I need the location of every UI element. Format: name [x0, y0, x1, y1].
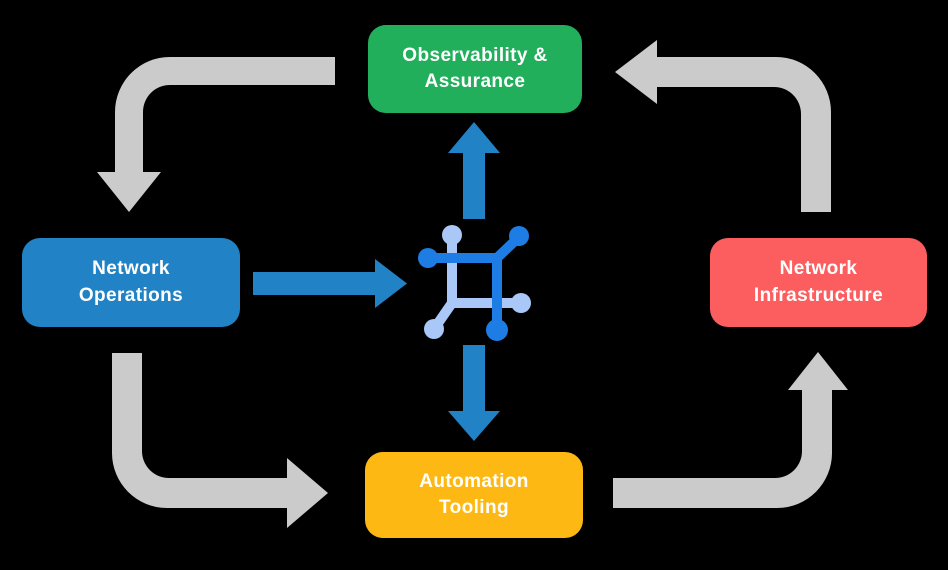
arrow-center-to-automation — [448, 345, 500, 441]
node-automation-tooling: Automation Tooling — [365, 452, 583, 538]
node-observability-assurance: Observability & Assurance — [368, 25, 582, 113]
arrow-operations-to-automation — [112, 353, 328, 528]
network-nodes-icon — [418, 225, 531, 341]
network-node-light-bottom-left — [424, 319, 444, 339]
node-network-infrastructure-label: Network Infrastructure — [753, 258, 884, 306]
network-node-light-right — [511, 293, 531, 313]
arrow-infrastructure-to-observability — [615, 40, 831, 212]
network-node-dark-bottom — [486, 319, 508, 341]
node-observability-assurance-label: Observability & Assurance — [402, 44, 548, 92]
node-network-infrastructure: Network Infrastructure — [710, 238, 927, 327]
arrow-operations-to-center — [253, 259, 407, 308]
arrow-automation-to-infrastructure — [613, 352, 848, 508]
node-network-operations: Network Operations — [22, 238, 240, 327]
network-node-light-top — [442, 225, 462, 245]
network-node-dark-left — [418, 248, 438, 268]
node-network-operations-label: Network Operations — [78, 258, 184, 306]
network-node-dark-top-right — [509, 226, 529, 246]
arrow-center-to-observability — [448, 122, 500, 219]
node-automation-tooling-label: Automation Tooling — [419, 470, 529, 518]
arrow-observability-to-operations — [97, 57, 335, 212]
